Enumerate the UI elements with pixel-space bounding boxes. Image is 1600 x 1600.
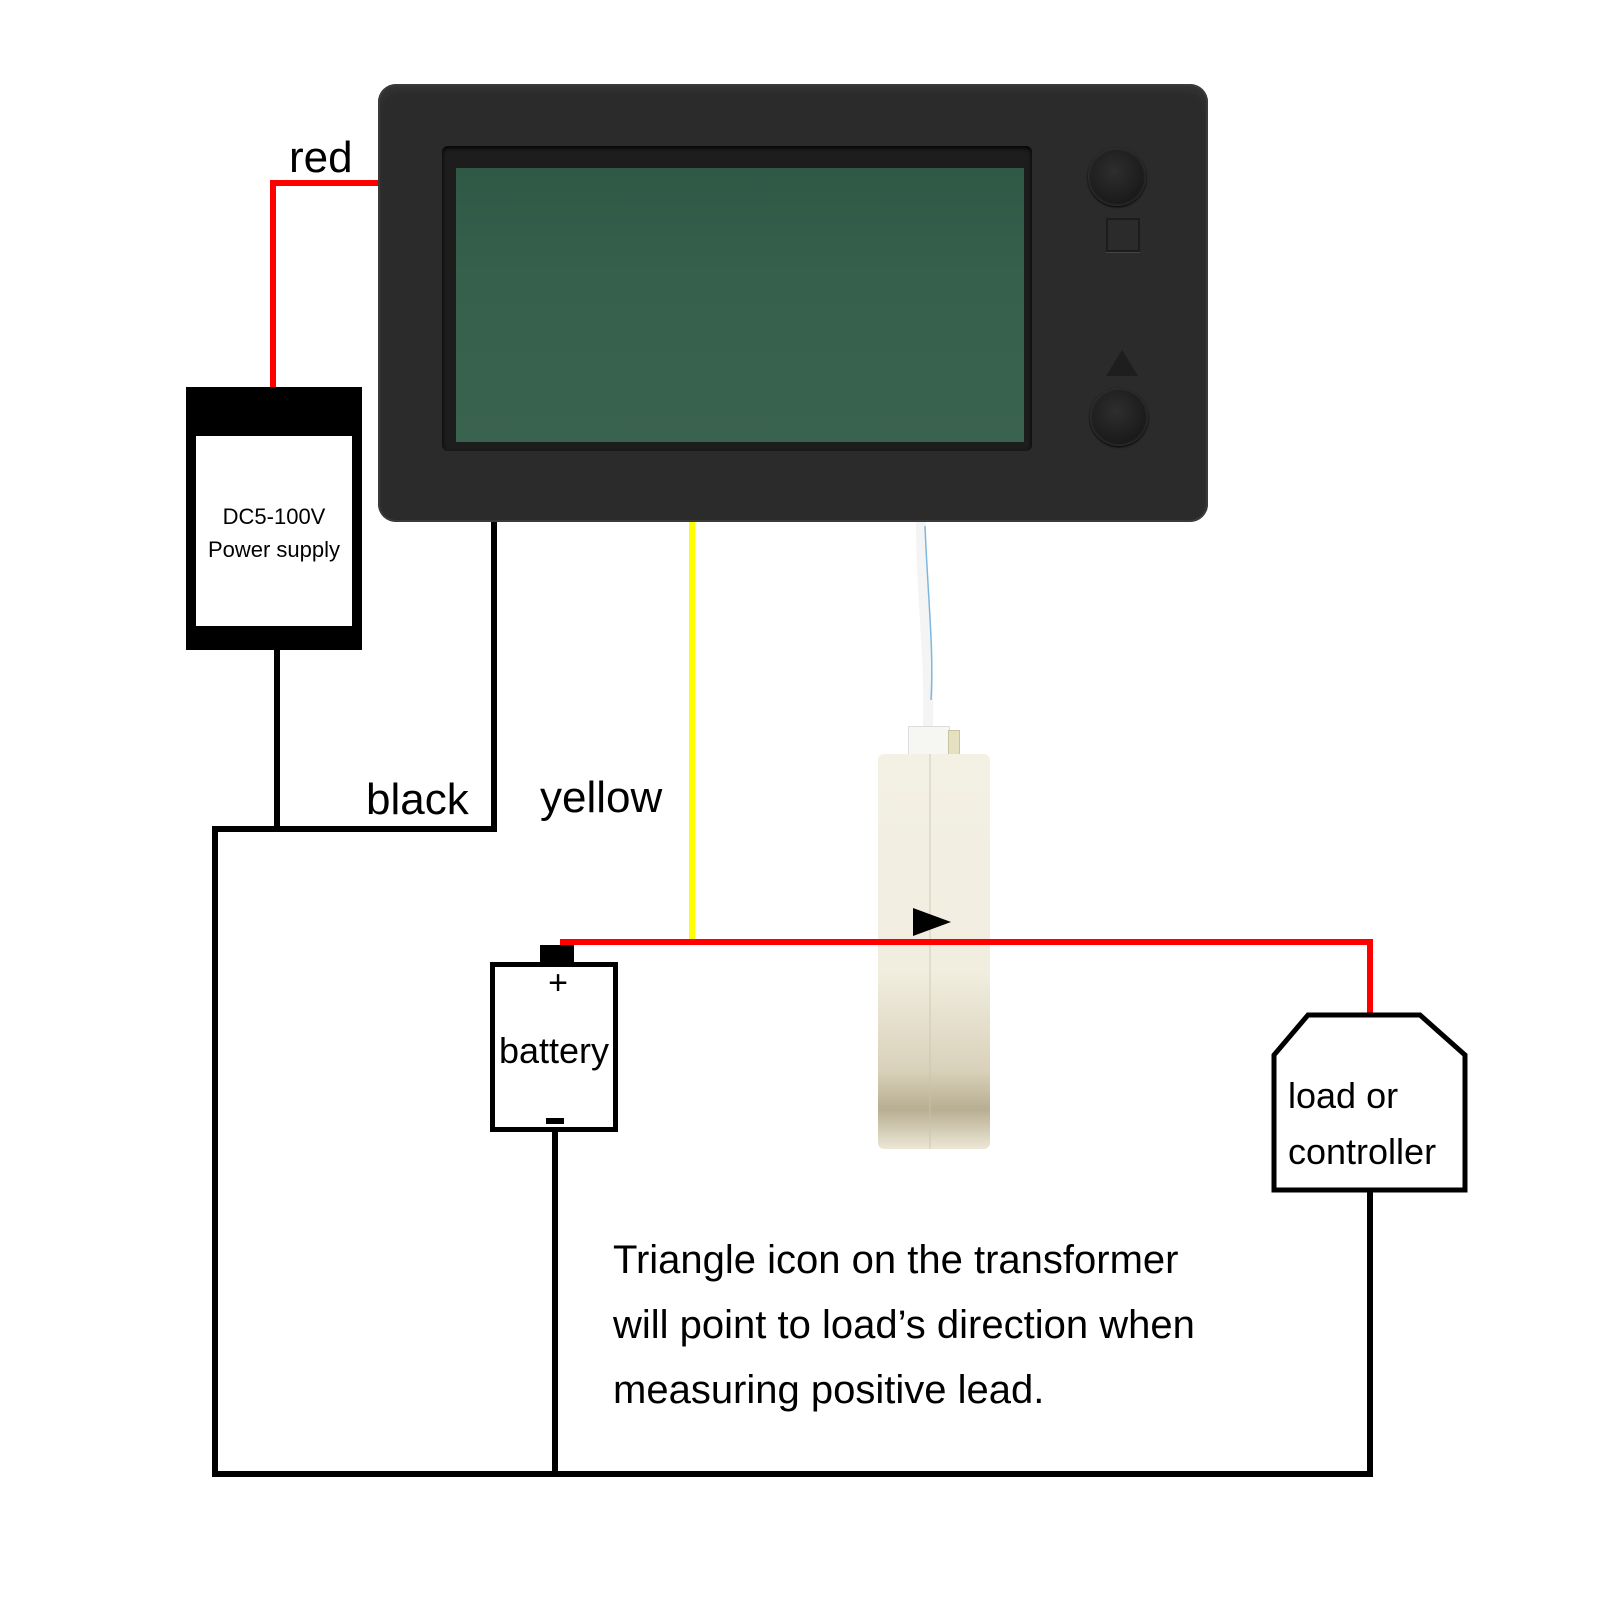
- current-transformer: [878, 754, 990, 1149]
- sensor-seam: [929, 754, 931, 1149]
- square-icon: [1106, 218, 1140, 252]
- sensor-cable: [916, 521, 934, 729]
- battery-plus-sign: +: [548, 964, 568, 1002]
- yellow-wire-label: yellow: [540, 773, 663, 822]
- black-meter-wire: [212, 522, 1373, 1477]
- meter-button-set[interactable]: [1088, 148, 1146, 206]
- battery-label: battery: [498, 1030, 610, 1071]
- note-line2: will point to load’s direction when: [613, 1303, 1195, 1347]
- power-supply-name: Power supply: [207, 537, 341, 562]
- battery: [490, 962, 618, 1132]
- load-label: load or controller: [1288, 1068, 1436, 1180]
- black-wire-label: black: [366, 775, 469, 824]
- load-label-line2: controller: [1288, 1131, 1437, 1172]
- power-supply-label: DC5-100V Power supply: [196, 500, 352, 566]
- load-box: [1271, 1012, 1468, 1193]
- battery-minus-sign: [546, 1118, 564, 1124]
- red-positive-wire: [560, 939, 1373, 1015]
- load-label-line1: load or: [1288, 1075, 1399, 1116]
- meter-button-up[interactable]: [1090, 388, 1148, 446]
- power-supply-label-area: [196, 436, 352, 626]
- power-supply-voltage: DC5-100V: [222, 504, 326, 529]
- battery-terminal: [540, 945, 574, 964]
- instruction-note: Triangle icon on the transformer will po…: [613, 1228, 1313, 1423]
- note-line1: Triangle icon on the transformer: [613, 1238, 1179, 1282]
- red-wire-label: red: [289, 133, 353, 182]
- note-line3: measuring positive lead.: [613, 1368, 1045, 1412]
- triangle-right-icon: [913, 908, 951, 936]
- triangle-up-icon: [1106, 350, 1138, 376]
- red-power-wire: [270, 180, 380, 387]
- lcd-screen: [456, 168, 1024, 442]
